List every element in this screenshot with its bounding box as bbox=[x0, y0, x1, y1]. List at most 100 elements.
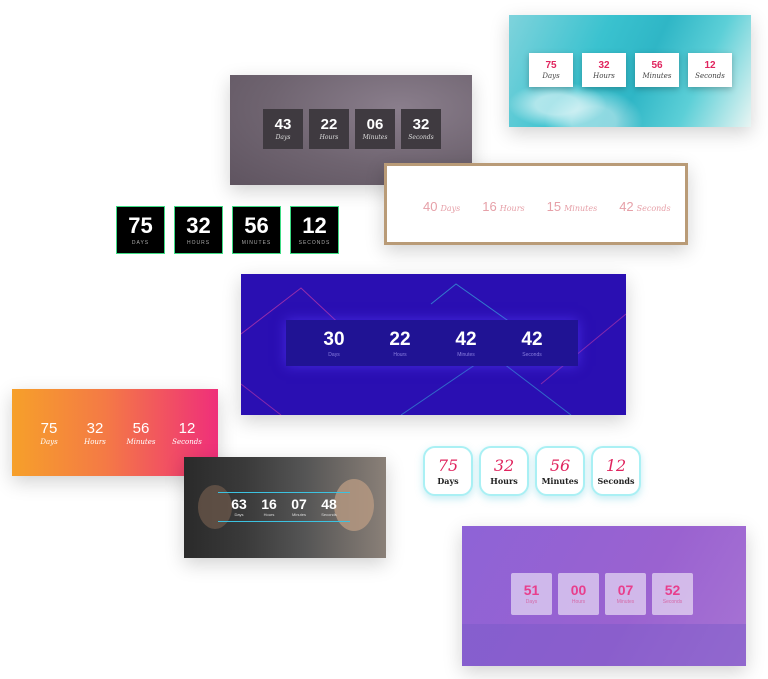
days-label: DAYS bbox=[131, 239, 150, 246]
hours-label: Hours bbox=[593, 71, 615, 80]
hours-label: Hours bbox=[393, 352, 407, 358]
hours-label: HOURS bbox=[186, 239, 211, 246]
minutes-label: Minutes bbox=[541, 475, 579, 486]
minutes-label: Minutes bbox=[457, 352, 475, 358]
days-value: 63 bbox=[231, 496, 247, 512]
seconds-label: Seconds bbox=[597, 475, 635, 486]
days-value: 75 bbox=[545, 59, 557, 71]
seconds-value: 32 bbox=[412, 116, 430, 133]
days-value: 75 bbox=[40, 420, 58, 437]
days-label: Days bbox=[328, 352, 340, 358]
seconds-label: Seconds bbox=[408, 134, 434, 141]
hours-label: Hours bbox=[263, 512, 275, 517]
days-value: 43 bbox=[274, 116, 292, 133]
seconds-label: Seconds bbox=[321, 512, 337, 517]
days-label: Days bbox=[525, 599, 538, 605]
minutes-value: 07 bbox=[617, 582, 634, 598]
days-value: 51 bbox=[523, 582, 540, 598]
days-label: Days bbox=[542, 71, 560, 80]
seconds-value: 12 bbox=[302, 212, 327, 238]
countdown-frame bbox=[218, 492, 350, 522]
minutes-value: 15 bbox=[546, 199, 562, 214]
minutes-label: Minutes bbox=[126, 438, 156, 446]
minutes-value: 56 bbox=[244, 212, 269, 238]
minutes-label: MINUTES bbox=[241, 239, 272, 246]
seconds-value: 12 bbox=[704, 59, 716, 71]
seconds-label: Seconds bbox=[522, 352, 542, 358]
days-label: Days bbox=[275, 134, 291, 141]
person-right-image bbox=[334, 479, 374, 531]
hours-value: 32 bbox=[86, 420, 104, 437]
seconds-value: 52 bbox=[664, 582, 681, 598]
seconds-label: Seconds bbox=[695, 71, 725, 80]
hours-value: 32 bbox=[186, 212, 211, 238]
hours-value: 22 bbox=[389, 329, 411, 350]
countdown-panel bbox=[286, 320, 578, 366]
hours-value: 00 bbox=[570, 582, 587, 598]
hours-value: 16 bbox=[482, 199, 497, 214]
seconds-label: Seconds bbox=[662, 599, 683, 605]
hours-label: Hours bbox=[319, 134, 339, 141]
minutes-value: 56 bbox=[132, 420, 150, 437]
hours-value: 32 bbox=[493, 455, 515, 475]
days-label: Days bbox=[234, 512, 244, 517]
minutes-label: Minutes bbox=[291, 512, 306, 517]
seconds-value: 48 bbox=[321, 496, 337, 512]
seconds-label: Seconds bbox=[172, 438, 202, 446]
seconds-value: 12 bbox=[605, 455, 627, 475]
minutes-value: 07 bbox=[291, 496, 307, 512]
seconds-value: 12 bbox=[178, 420, 196, 437]
seconds-label: Seconds bbox=[636, 204, 671, 213]
hours-value: 16 bbox=[261, 496, 277, 512]
hours-label: Hours bbox=[84, 438, 106, 446]
hours-label: Hours bbox=[571, 599, 586, 605]
minutes-label: Minutes bbox=[616, 599, 635, 605]
days-value: 75 bbox=[128, 212, 153, 238]
hours-value: 32 bbox=[598, 59, 610, 71]
background-floor-decoration bbox=[462, 624, 746, 666]
days-value: 30 bbox=[323, 329, 345, 350]
days-label: Days bbox=[437, 475, 459, 486]
minutes-value: 56 bbox=[651, 59, 663, 71]
